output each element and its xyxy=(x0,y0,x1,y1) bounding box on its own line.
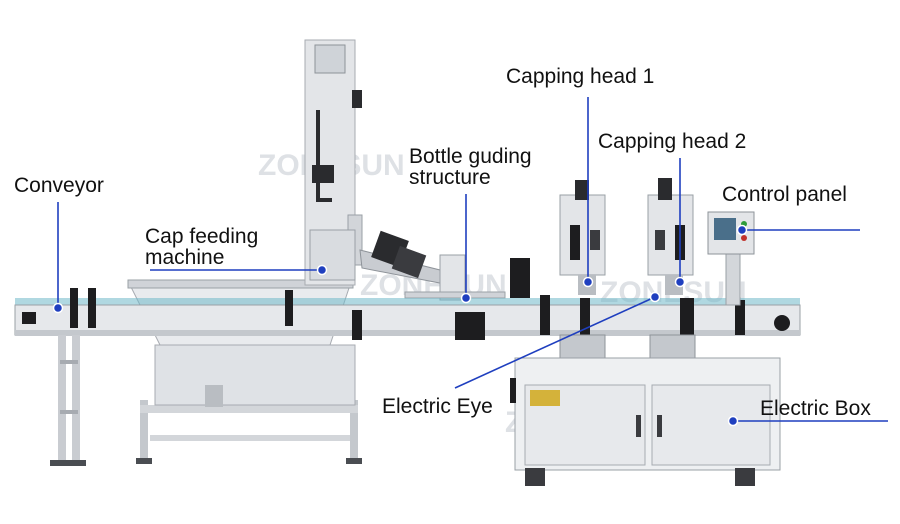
dot-bottle-guide xyxy=(460,292,472,304)
label-conveyor-text: Conveyor xyxy=(14,174,104,197)
label-conveyor: Conveyor xyxy=(14,175,104,196)
dot-cap-feeding xyxy=(316,264,328,276)
capping-head-1-unit xyxy=(559,180,606,376)
label-electric-eye: Electric Eye xyxy=(382,396,493,417)
dot-electric-eye xyxy=(649,291,661,303)
label-capping-head-2: Capping head 2 xyxy=(598,131,746,152)
conveyor-belt xyxy=(14,288,801,466)
label-electric-box-text: Electric Box xyxy=(760,397,871,420)
label-capping-head-1-text: Capping head 1 xyxy=(506,65,655,88)
electric-box-cabinet xyxy=(510,357,781,486)
pointer-lines xyxy=(57,97,888,422)
label-capping-head-2-text: Capping head 2 xyxy=(598,130,747,153)
dot-electric-box xyxy=(727,415,739,427)
pointer-dots xyxy=(52,224,748,427)
label-cap-feeding-line1: Cap feeding xyxy=(145,225,259,248)
label-capping-head-1: Capping head 1 xyxy=(506,66,654,87)
label-electric-box: Electric Box xyxy=(760,398,871,419)
label-bottle-guiding-line1: Bottle guding xyxy=(409,145,532,168)
label-bottle-guiding: Bottle guding structure xyxy=(409,146,532,188)
label-bottle-guiding-line2: structure xyxy=(409,166,491,189)
cap-feeder xyxy=(127,39,452,464)
label-cap-feeding-line2: machine xyxy=(145,246,225,269)
dot-capping-head-2 xyxy=(674,276,686,288)
dot-control-panel xyxy=(736,224,748,236)
label-control-panel: Control panel xyxy=(722,184,847,205)
bottle-guide xyxy=(404,254,530,301)
pointer-electric-eye xyxy=(454,296,656,389)
label-control-panel-text: Control panel xyxy=(722,183,847,206)
label-cap-feeding: Cap feeding machine xyxy=(145,226,258,268)
label-electric-eye-text: Electric Eye xyxy=(382,395,493,418)
dot-capping-head-1 xyxy=(582,276,594,288)
dot-conveyor xyxy=(52,302,64,314)
control-panel-unit xyxy=(707,211,755,306)
